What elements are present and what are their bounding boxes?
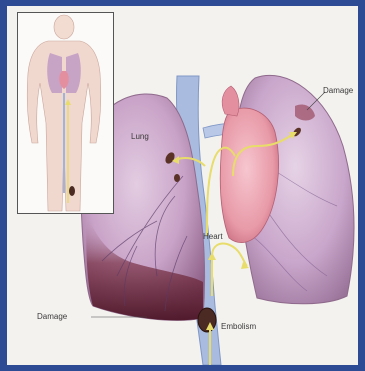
inset-body-figure [17,12,114,214]
lung-label: Lung [131,133,149,141]
clot-icon [174,174,180,182]
embolism-label: Embolism [221,323,256,331]
diagram-canvas: Lung Heart Damage Damage Embolism [7,6,358,365]
heart-label: Heart [203,233,223,241]
body-figure-icon [18,13,113,213]
damage-right-label: Damage [323,87,353,95]
damage-left-label: Damage [37,313,67,321]
